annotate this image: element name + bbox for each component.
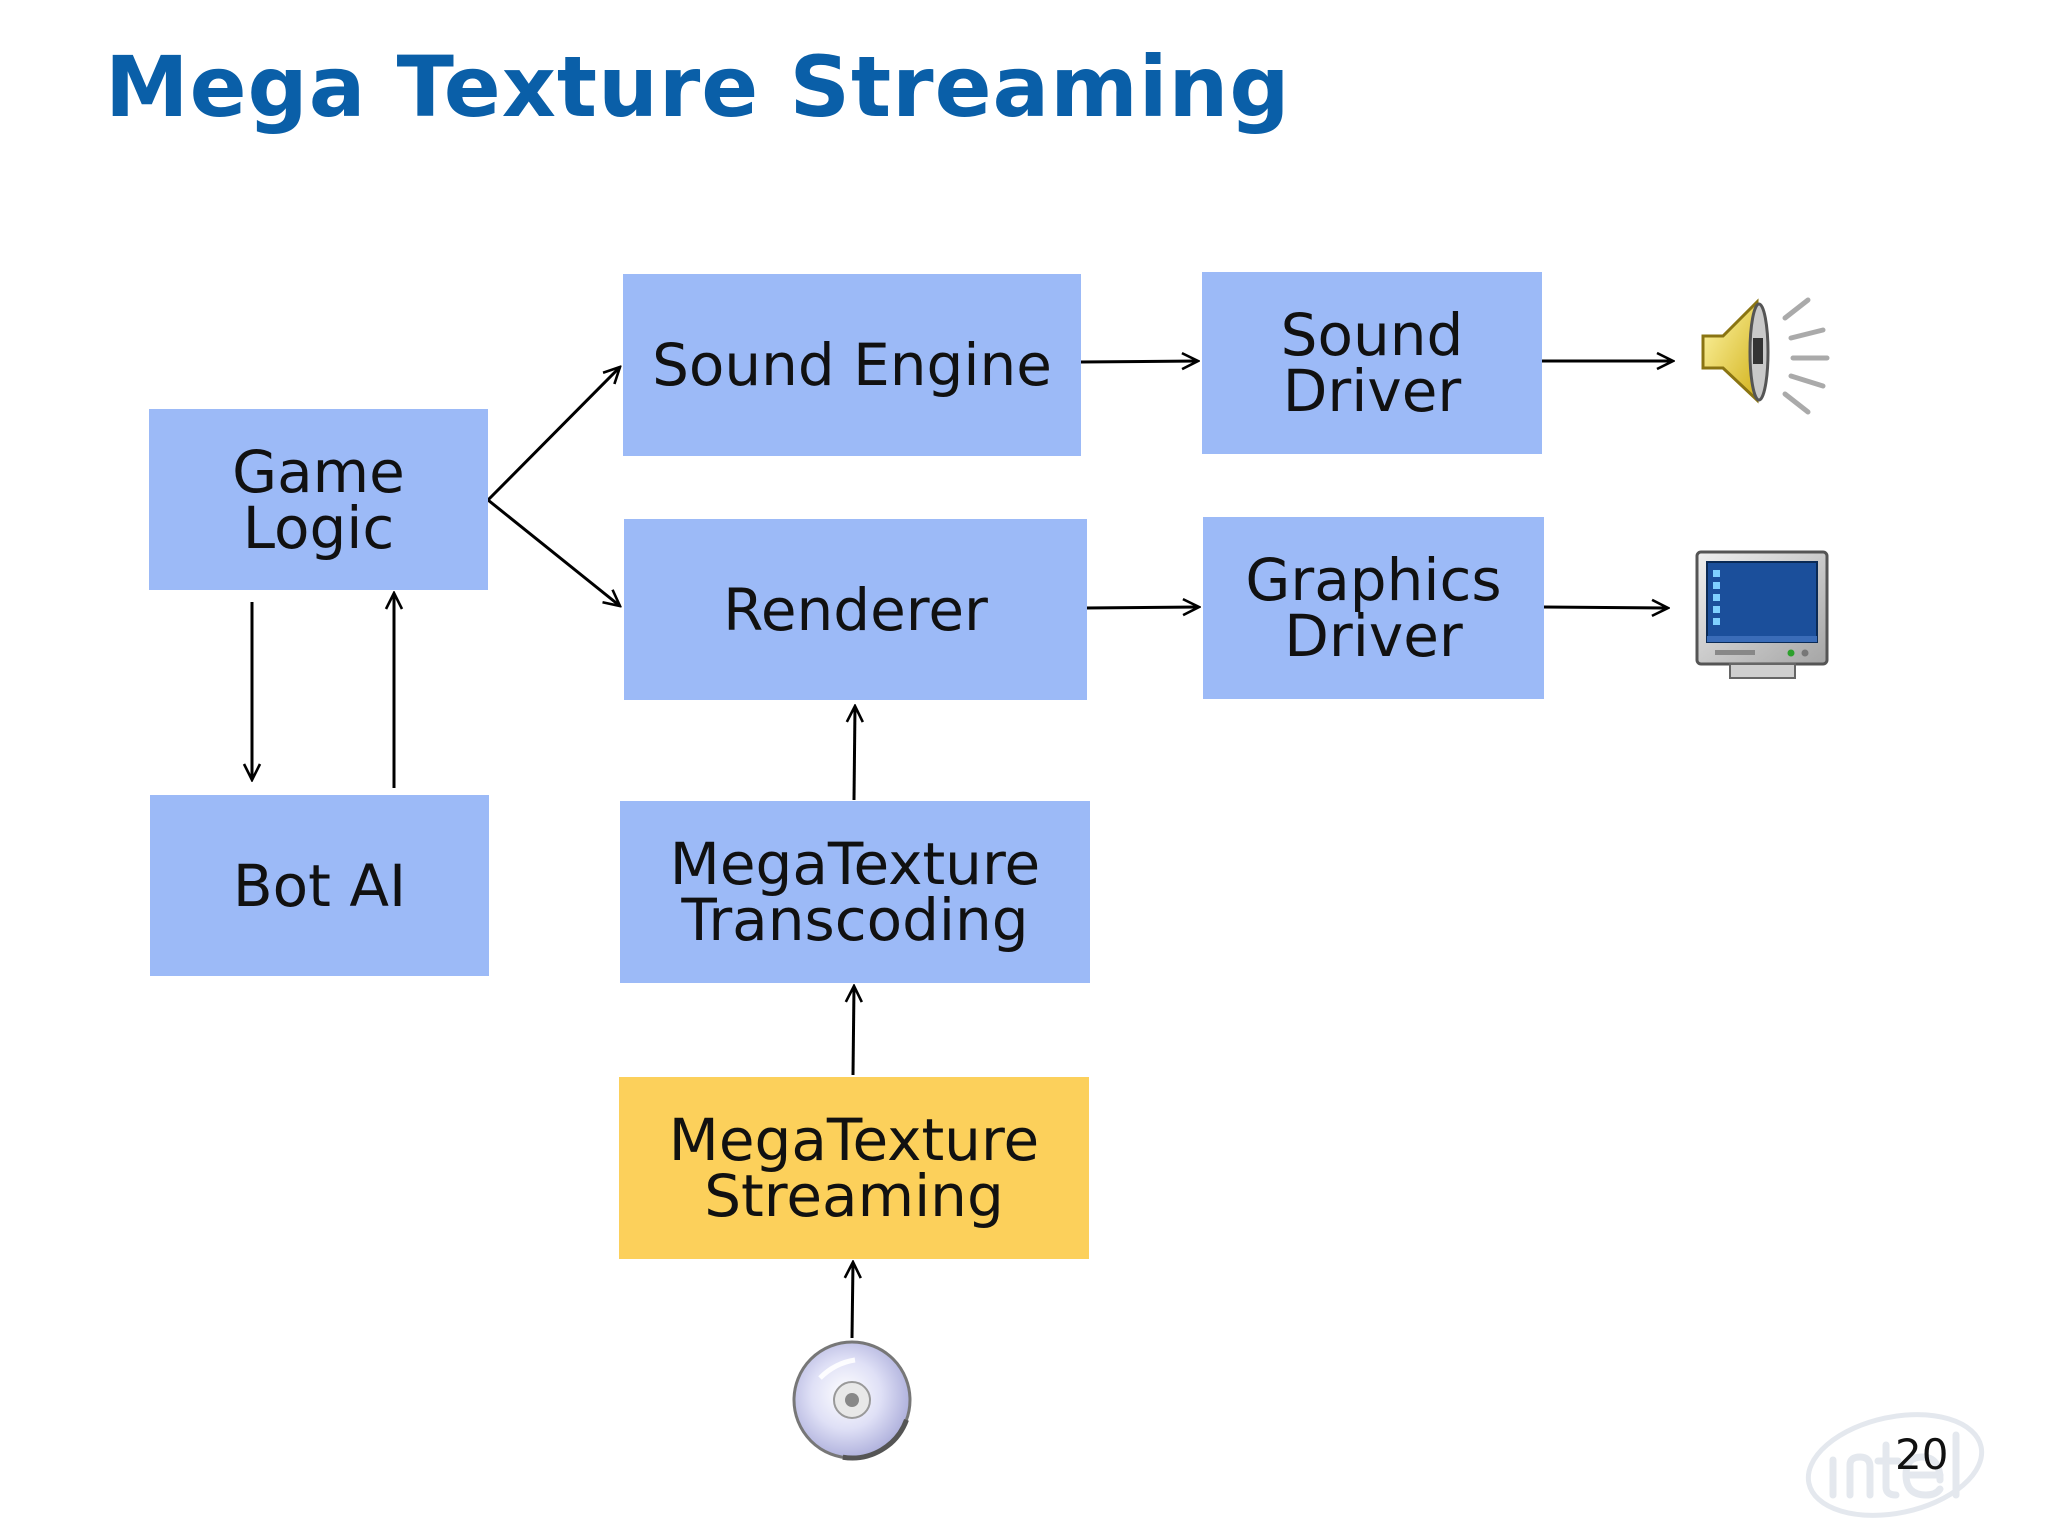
- monitor-icon: [1695, 550, 1829, 679]
- edge-disc-to-streaming: [852, 1262, 853, 1339]
- node-bot-ai: Bot AI: [150, 795, 489, 976]
- node-megatexture-streaming: MegaTexture Streaming: [619, 1077, 1089, 1259]
- intel-logo-watermark: [1805, 1412, 1985, 1518]
- disc-icon: [791, 1339, 913, 1461]
- edge-streaming-to-transcoding: [853, 986, 854, 1076]
- node-megatexture-transcoding: MegaTexture Transcoding: [620, 801, 1090, 983]
- node-sound-engine: Sound Engine: [623, 274, 1081, 456]
- node-label-line1: MegaTexture: [669, 830, 1041, 898]
- node-label-line1: MegaTexture: [668, 1106, 1040, 1174]
- node-label-line2: Driver: [1282, 357, 1462, 425]
- edge-renderer-to-graphics-driver: [1084, 607, 1199, 608]
- node-renderer: Renderer: [624, 519, 1087, 700]
- node-label-line1: Game: [232, 437, 405, 506]
- node-label-line2: Transcoding: [681, 886, 1029, 954]
- node-label: Renderer: [723, 575, 988, 644]
- speaker-icon: [1701, 297, 1830, 415]
- node-label: Sound Engine: [652, 331, 1052, 399]
- edge-sound-engine-to-sound-driver: [1079, 361, 1198, 362]
- node-game-logic: Game Logic: [149, 409, 488, 590]
- node-label-line2: Driver: [1284, 602, 1463, 670]
- node-label-line2: Logic: [242, 493, 395, 562]
- node-sound-driver: Sound Driver: [1202, 272, 1542, 454]
- edge-transcoding-to-renderer: [854, 706, 855, 801]
- edge-game-logic-to-renderer: [487, 498, 620, 606]
- node-graphics-driver: Graphics Driver: [1203, 517, 1544, 699]
- page-number: 20: [1895, 1430, 1949, 1479]
- node-label: Bot AI: [232, 851, 407, 920]
- node-label-line2: Streaming: [704, 1162, 1004, 1230]
- edge-game-logic-to-sound-engine: [486, 367, 620, 502]
- node-label-line1: Sound: [1280, 301, 1464, 369]
- node-label-line1: Graphics: [1245, 546, 1502, 614]
- page-title: Mega Texture Streaming: [105, 38, 1291, 136]
- edge-graphics-driver-to-monitor: [1542, 607, 1668, 608]
